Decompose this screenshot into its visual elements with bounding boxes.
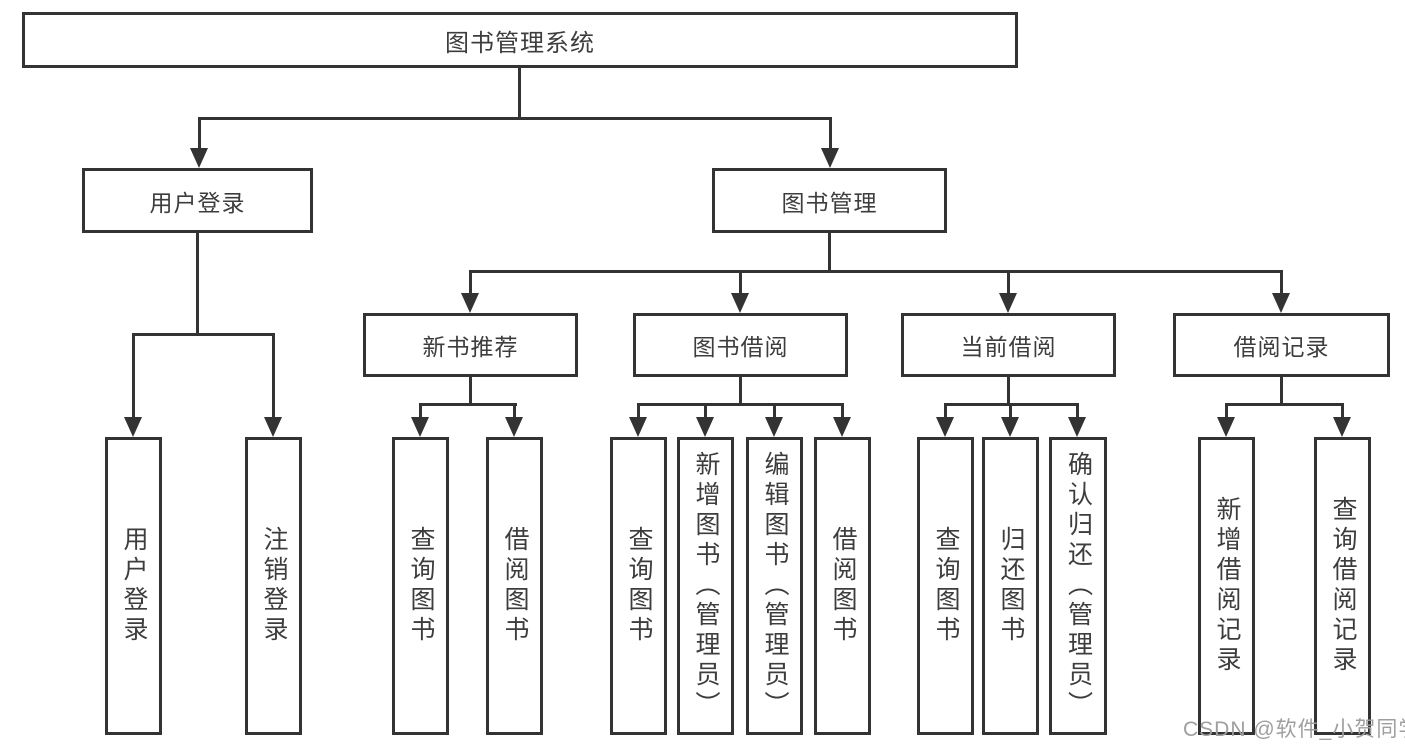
- leaf-add-books-admin: 新增图书（管理员）: [677, 437, 734, 735]
- connector-line: [513, 403, 516, 419]
- node-user-login-label: 用户登录: [149, 189, 246, 216]
- leaf-edit-books-admin-label: 编辑图书（管理员）: [761, 451, 789, 721]
- arrow-down-icon: [1217, 417, 1235, 437]
- leaf-return-books-label: 归还图书: [997, 526, 1025, 646]
- arrow-down-icon: [505, 417, 523, 437]
- leaf-current-query-books-label: 查询图书: [932, 526, 960, 646]
- connector-line: [469, 270, 1283, 273]
- connector-line: [469, 377, 472, 406]
- connector-line: [132, 333, 135, 419]
- connector-line: [704, 403, 707, 419]
- node-book-management-label: 图书管理: [781, 189, 878, 216]
- arrow-down-icon: [936, 417, 954, 437]
- arrow-down-icon: [411, 417, 429, 437]
- connector-line: [518, 68, 521, 118]
- arrow-down-icon: [821, 148, 839, 168]
- connector-line: [1341, 403, 1344, 419]
- node-current-borrow-label: 当前借阅: [960, 334, 1057, 360]
- node-new-book-recommend: 新书推荐: [363, 313, 578, 377]
- arrow-down-icon: [1333, 417, 1351, 437]
- connector-line: [198, 117, 201, 150]
- node-borrow-record-label: 借阅记录: [1233, 334, 1330, 360]
- connector-line: [1280, 270, 1283, 295]
- leaf-edit-books-admin: 编辑图书（管理员）: [746, 437, 803, 735]
- connector-line: [739, 377, 742, 406]
- node-borrow-record: 借阅记录: [1173, 313, 1390, 377]
- leaf-add-books-admin-label: 新增图书（管理员）: [692, 451, 720, 721]
- leaf-query-borrow-record-label: 查询借阅记录: [1329, 496, 1357, 676]
- leaf-newbook-borrow-books: 借阅图书: [486, 437, 543, 735]
- leaf-current-query-books: 查询图书: [917, 437, 974, 735]
- connector-line: [196, 233, 199, 335]
- connector-line: [419, 403, 517, 406]
- arrow-down-icon: [190, 148, 208, 168]
- connector-line: [739, 270, 742, 295]
- arrow-down-icon: [1001, 417, 1019, 437]
- arrow-down-icon: [461, 293, 479, 313]
- node-book-borrow-label: 图书借阅: [692, 334, 789, 360]
- arrow-down-icon: [765, 417, 783, 437]
- connector-line: [1225, 403, 1344, 406]
- arrow-down-icon: [629, 417, 647, 437]
- connector-line: [1009, 403, 1012, 419]
- arrow-down-icon: [264, 417, 282, 437]
- connector-line: [637, 403, 844, 406]
- connector-line: [132, 333, 275, 336]
- leaf-confirm-return-admin: 确认归还（管理员）: [1049, 437, 1107, 735]
- csdn-watermark: CSDN @软件_小贺同学: [1183, 718, 1405, 741]
- connector-line: [1007, 377, 1010, 406]
- leaf-return-books: 归还图书: [982, 437, 1039, 735]
- arrow-down-icon: [1272, 293, 1290, 313]
- connector-line: [944, 403, 947, 419]
- arrow-down-icon: [731, 293, 749, 313]
- connector-line: [419, 403, 422, 419]
- node-current-borrow: 当前借阅: [901, 313, 1116, 377]
- arrow-down-icon: [833, 417, 851, 437]
- leaf-borrow-books-label: 借阅图书: [829, 526, 857, 646]
- connector-line: [828, 233, 831, 273]
- node-book-borrow: 图书借阅: [633, 313, 848, 377]
- node-book-management: 图书管理: [712, 168, 947, 233]
- leaf-borrow-books: 借阅图书: [814, 437, 871, 735]
- connector-line: [1007, 270, 1010, 295]
- arrow-down-icon: [1068, 417, 1086, 437]
- connector-line: [469, 270, 472, 295]
- arrow-down-icon: [696, 417, 714, 437]
- leaf-query-borrow-record: 查询借阅记录: [1314, 437, 1371, 735]
- arrow-down-icon: [999, 293, 1017, 313]
- node-root-system: 图书管理系统: [22, 12, 1018, 68]
- connector-line: [198, 117, 832, 120]
- connector-line: [829, 117, 832, 150]
- leaf-newbook-query-books-label: 查询图书: [407, 526, 435, 646]
- node-user-login: 用户登录: [82, 168, 313, 233]
- connector-line: [637, 403, 640, 419]
- leaf-add-borrow-record-label: 新增借阅记录: [1213, 496, 1241, 676]
- leaf-borrow-query-books: 查询图书: [610, 437, 667, 735]
- leaf-add-borrow-record: 新增借阅记录: [1198, 437, 1255, 735]
- leaf-user-login-label: 用户登录: [120, 526, 148, 646]
- connector-line: [773, 403, 776, 419]
- leaf-logout: 注销登录: [245, 437, 302, 735]
- leaf-newbook-borrow-books-label: 借阅图书: [501, 526, 529, 646]
- connector-line: [841, 403, 844, 419]
- connector-line: [1076, 403, 1079, 419]
- connector-line: [272, 333, 275, 419]
- leaf-newbook-query-books: 查询图书: [392, 437, 449, 735]
- arrow-down-icon: [124, 417, 142, 437]
- connector-line: [1280, 377, 1283, 406]
- connector-line: [1225, 403, 1228, 419]
- node-root-label: 图书管理系统: [445, 29, 595, 57]
- leaf-confirm-return-admin-label: 确认归还（管理员）: [1064, 451, 1093, 721]
- leaf-logout-label: 注销登录: [260, 526, 288, 646]
- leaf-user-login: 用户登录: [105, 437, 162, 735]
- leaf-borrow-query-books-label: 查询图书: [625, 526, 653, 646]
- node-new-book-recommend-label: 新书推荐: [422, 334, 519, 360]
